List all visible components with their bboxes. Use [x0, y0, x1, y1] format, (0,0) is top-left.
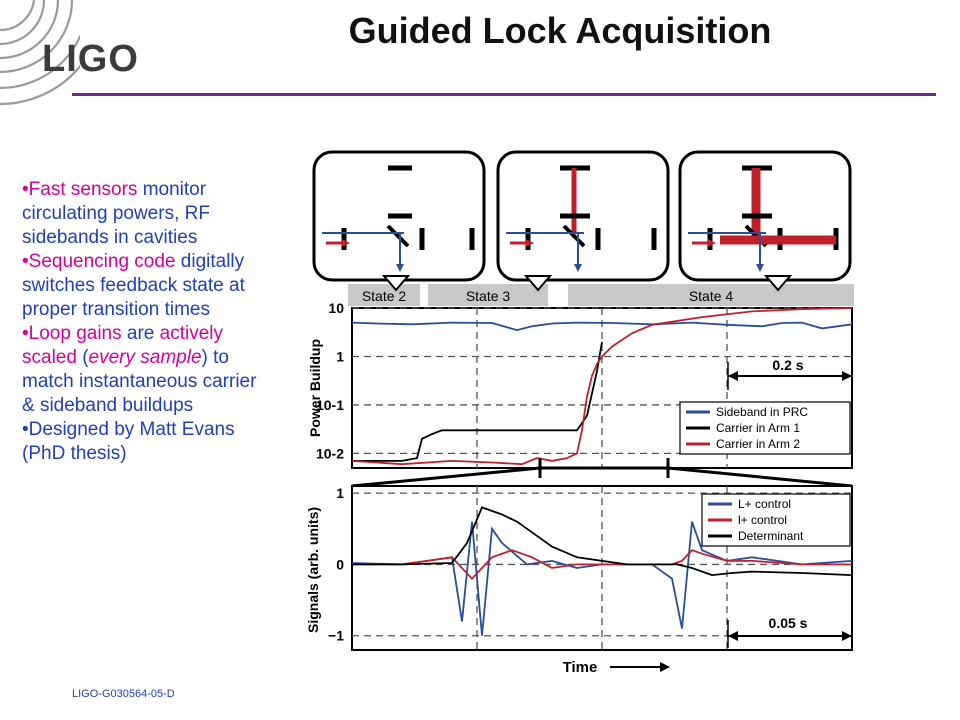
signals-scale-label: 0.05 s — [769, 615, 808, 631]
y-tick-label: 10-1 — [316, 397, 344, 413]
state-bar: State 2 State 3 State 4 — [348, 275, 854, 306]
optics-panel-state2 — [312, 150, 486, 282]
state-label-3: State 3 — [466, 288, 511, 304]
y-tick-label: −1 — [328, 628, 344, 644]
bullet-text: ( — [76, 347, 89, 368]
lock-acquisition-figure: State 2 State 3 State 4 Power Buildup 10… — [305, 150, 854, 676]
bullet-text: every sample — [88, 347, 202, 368]
optics-panel-state4 — [678, 150, 852, 282]
legend-lsmall-control: l+ control — [738, 513, 787, 527]
legend-carrier-arm2: Carrier in Arm 2 — [716, 437, 800, 451]
page-title: Guided Lock Acquisition — [348, 10, 772, 51]
power-buildup-panel: Power Buildup 10 1 10-1 10-2 0.2 s Sideband… — [307, 300, 853, 469]
logo-arcs-icon — [0, 0, 80, 106]
optics-panel-state3 — [496, 150, 670, 282]
zoom-connector — [351, 458, 853, 488]
time-axis-label: Time — [563, 659, 670, 676]
legend-sideband-prc: Sideband in PRC — [716, 405, 808, 419]
bullet-item: •Designed by Matt Evans (PhD thesis) — [22, 418, 272, 466]
y-tick-label: 0 — [336, 556, 344, 572]
signals-ylabel: Signals (arb. units) — [305, 507, 321, 633]
bullet-text: ) to match instantaneous carrier & sideb… — [22, 347, 257, 416]
signals-legend: L+ control l+ control Determinant — [701, 493, 851, 547]
legend-carrier-arm1: Carrier in Arm 1 — [716, 421, 800, 435]
bullet-list: •Fast sensors monitor circulating powers… — [22, 178, 272, 466]
bullet-text: actively scaled — [22, 323, 224, 368]
bullet-text: •Designed by Matt Evans (PhD thesis) — [22, 419, 235, 464]
power-scale-label: 0.2 s — [772, 357, 803, 373]
bullet-item: •Fast sensors monitor circulating powers… — [22, 178, 272, 250]
bullet-text: are — [121, 323, 160, 344]
y-tick-label: 10-2 — [316, 445, 344, 461]
series-line — [351, 321, 853, 332]
series-line — [352, 549, 852, 581]
series-line — [352, 506, 853, 577]
state-label-4: State 4 — [689, 288, 734, 304]
bullet-text: •Sequencing code — [22, 251, 176, 272]
legend-determinant: Determinant — [738, 529, 804, 543]
series-line — [351, 307, 853, 466]
footer-doc-id: LIGO-G030564-05-D — [72, 688, 175, 700]
optics-diagram — [312, 150, 852, 282]
title-rule — [72, 93, 936, 96]
bullet-text: digitally switches feedback state at pro… — [22, 251, 245, 320]
signals-panel: Signals (arb. units) 1 0 −1 L+ control l+ … — [305, 485, 853, 676]
ligo-logo: LIGO — [42, 38, 139, 80]
bullet-item: •Loop gains are actively scaled (every s… — [22, 322, 272, 418]
series-line — [351, 521, 853, 636]
bullet-text: monitor circulating powers, RF sidebands… — [22, 179, 210, 248]
bullet-text: •Fast sensors — [22, 179, 138, 200]
series-line — [352, 341, 603, 462]
legend-lplus-control: L+ control — [738, 497, 791, 511]
time-label: Time — [563, 659, 598, 676]
bullet-item: •Sequencing code digitally switches feed… — [22, 250, 272, 322]
y-tick-label: 1 — [336, 348, 344, 364]
power-ylabel: Power Buildup — [307, 339, 323, 437]
state-label-2: State 2 — [362, 288, 407, 304]
bullet-text: •Loop gains — [22, 323, 122, 344]
power-legend: Sideband in PRC Carrier in Arm 1 Carrier… — [679, 401, 851, 455]
power-scale-bar: 0.2 s — [727, 357, 852, 390]
y-tick-label: 10 — [328, 300, 344, 316]
y-tick-label: 1 — [336, 485, 344, 501]
signals-scale-bar: 0.05 s — [727, 615, 852, 648]
